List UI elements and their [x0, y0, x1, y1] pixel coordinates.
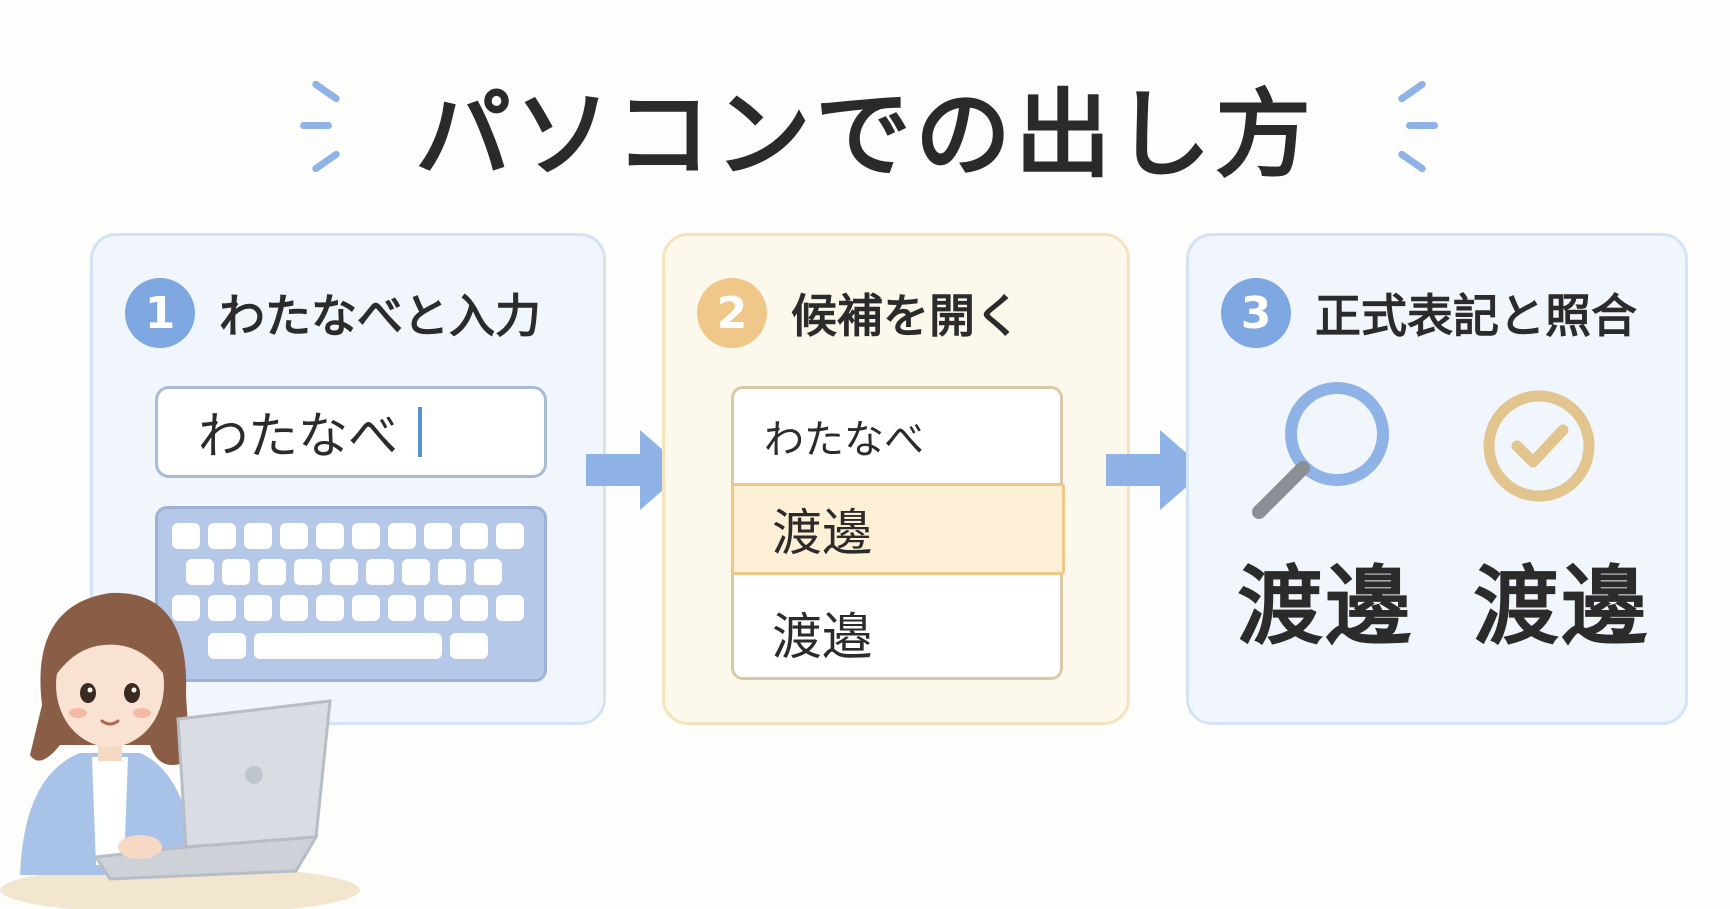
arrow-right-icon — [1106, 430, 1206, 510]
page-title: パソコンでの出し方 — [415, 79, 1315, 191]
candidate-list: わたなべ 渡邊 渡邉 — [731, 386, 1065, 680]
step-3-number: 3 — [1221, 278, 1291, 348]
key — [244, 595, 272, 621]
key — [208, 633, 246, 659]
step-2-label: 候補を開く — [791, 289, 1021, 343]
key — [258, 559, 286, 585]
key — [330, 559, 358, 585]
key — [352, 595, 380, 621]
step-2-panel: 2 候補を開く わたなべ 渡邊 渡邉 — [662, 233, 1130, 725]
key — [402, 559, 430, 585]
step-1-number: 1 — [125, 278, 195, 348]
step-2-header: 2 候補を開く — [697, 278, 1021, 348]
key — [280, 523, 308, 549]
candidate-item-label: 渡邊 — [772, 504, 872, 562]
text-caret — [418, 407, 422, 457]
key — [388, 523, 416, 549]
step-3-panel: 3 正式表記と照合 渡邊 渡邊 — [1186, 233, 1688, 725]
key — [222, 559, 250, 585]
key — [460, 595, 488, 621]
key — [316, 523, 344, 549]
key — [172, 523, 200, 549]
input-value: わたなべ — [198, 407, 398, 465]
keyboard-illustration — [155, 506, 547, 682]
key — [294, 559, 322, 585]
key — [424, 523, 452, 549]
key — [186, 559, 214, 585]
key — [474, 559, 502, 585]
key — [280, 595, 308, 621]
spacebar — [254, 633, 442, 659]
key — [172, 595, 200, 621]
key — [352, 523, 380, 549]
key — [496, 595, 524, 621]
key — [438, 559, 466, 585]
key — [496, 523, 524, 549]
official-name-left: 渡邊 — [1237, 557, 1413, 657]
magnifier-icon — [1252, 382, 1389, 519]
key — [424, 595, 452, 621]
step-3-label: 正式表記と照合 — [1315, 289, 1637, 343]
key — [460, 523, 488, 549]
step-2-number: 2 — [697, 278, 767, 348]
key — [366, 559, 394, 585]
key — [388, 595, 416, 621]
candidate-item-selected[interactable]: 渡邊 — [731, 483, 1065, 575]
step-1-header: 1 わたなべと入力 — [125, 278, 541, 348]
text-input-field[interactable]: わたなべ — [155, 386, 547, 478]
key — [316, 595, 344, 621]
key — [208, 523, 236, 549]
candidate-item[interactable]: 渡邉 — [772, 608, 872, 666]
step-1-panel: 1 わたなべと入力 わたなべ — [90, 233, 606, 725]
check-circle-icon — [1483, 390, 1595, 502]
official-name-right: 渡邊 — [1473, 557, 1649, 657]
person-with-laptop-illustration — [0, 592, 360, 909]
key — [244, 523, 272, 549]
candidate-input-text: わたなべ — [764, 417, 924, 463]
key — [208, 595, 236, 621]
step-3-header: 3 正式表記と照合 — [1221, 278, 1637, 348]
step-1-label: わたなべと入力 — [219, 289, 541, 343]
key — [450, 633, 488, 659]
